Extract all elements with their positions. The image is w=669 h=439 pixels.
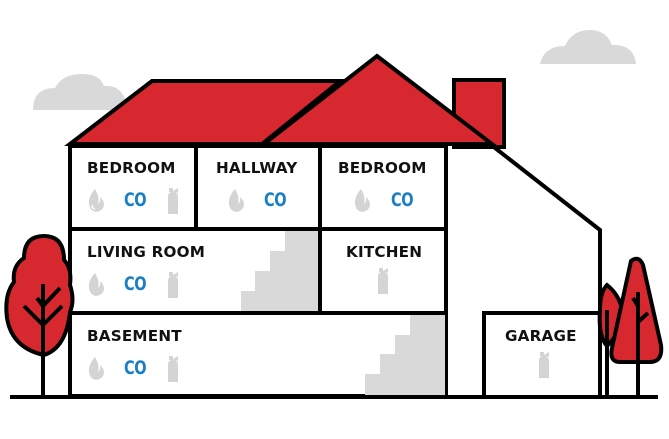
- room-label-basement: BASEMENT: [87, 327, 182, 345]
- room-label-hallway: HALLWAY: [216, 159, 298, 177]
- co-detector-bedroom-1: CO: [124, 189, 147, 211]
- co-detector-hallway: CO: [264, 189, 287, 211]
- cloud-right: [540, 30, 636, 64]
- fire-extinguisher-icon: [539, 352, 549, 378]
- room-label-garage: GARAGE: [505, 327, 577, 345]
- room-label-living-room: LIVING ROOM: [87, 243, 206, 261]
- co-detector-living-room: CO: [124, 273, 147, 295]
- room-label-kitchen: KITCHEN: [346, 243, 423, 261]
- cloud-left: [33, 74, 128, 110]
- stairs-basement: [365, 315, 445, 395]
- room-label-bedroom-1: BEDROOM: [87, 159, 176, 177]
- stairs-living: [241, 231, 318, 311]
- fire-extinguisher-icon: [168, 356, 178, 382]
- flame-icon: [354, 189, 370, 212]
- room-label-bedroom-2: BEDROOM: [338, 159, 427, 177]
- flame-icon: [88, 273, 104, 296]
- tree-left: [4, 233, 75, 397]
- fire-extinguisher-icon: [378, 268, 388, 294]
- flame-icon: [228, 189, 244, 212]
- flame-icon: [88, 189, 104, 212]
- flame-icon: [88, 357, 104, 380]
- co-detector-bedroom-2: CO: [391, 189, 414, 211]
- co-detector-basement: CO: [124, 357, 147, 379]
- tree-right-tall: [609, 256, 664, 397]
- fire-extinguisher-icon: [168, 272, 178, 298]
- fire-extinguisher-icon: [168, 188, 178, 214]
